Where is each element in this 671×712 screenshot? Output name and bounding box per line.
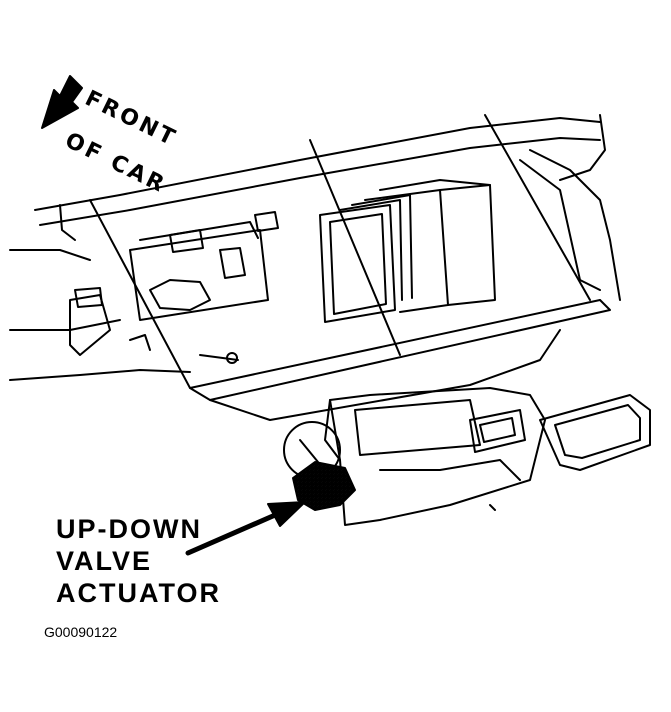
callout-leader-arrow	[185, 501, 306, 556]
lower-housing	[324, 387, 546, 526]
front-direction-arrow	[41, 75, 83, 129]
dashboard-frame	[9, 114, 621, 381]
callout-label-line2: VALVE	[56, 546, 153, 576]
side-duct	[539, 394, 651, 471]
mounting-plate	[89, 114, 611, 421]
heater-core	[319, 179, 496, 323]
valve-shaft	[299, 439, 319, 463]
callout-label-line3: ACTUATOR	[56, 578, 221, 608]
figure-code: G00090122	[44, 624, 118, 640]
blower-section	[129, 211, 279, 364]
callout-label-line1: UP-DOWN	[56, 514, 202, 544]
